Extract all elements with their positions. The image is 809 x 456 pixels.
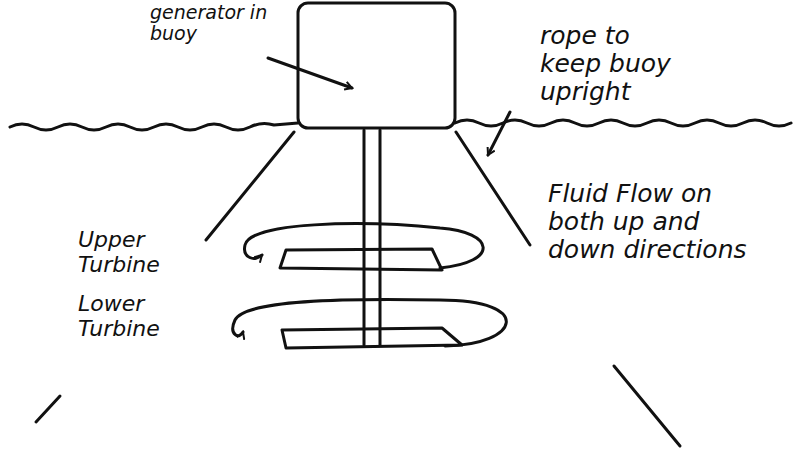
- leader-arrow: [268, 58, 352, 88]
- turbine-label: Lower Turbine: [78, 292, 188, 341]
- flow-spiral: [245, 224, 484, 268]
- buoy: [298, 3, 455, 128]
- shaft: [363, 130, 366, 345]
- leader-arrow: [488, 112, 510, 155]
- flow-note: Fluid Flow on both up and down direction…: [548, 180, 753, 264]
- generator-label: generator in buoy: [150, 2, 270, 45]
- water-surface: [10, 123, 298, 130]
- rope: [36, 396, 60, 422]
- rope: [206, 132, 294, 240]
- rope-note: rope to keep buoy upright: [540, 22, 690, 106]
- rope: [456, 132, 530, 245]
- lower-turbine: [282, 328, 462, 348]
- flow-spiral: [233, 299, 506, 346]
- turbine-label: Upper Turbine: [78, 228, 188, 277]
- upper-turbine: [280, 249, 442, 270]
- rope: [614, 366, 680, 446]
- shaft: [379, 130, 382, 345]
